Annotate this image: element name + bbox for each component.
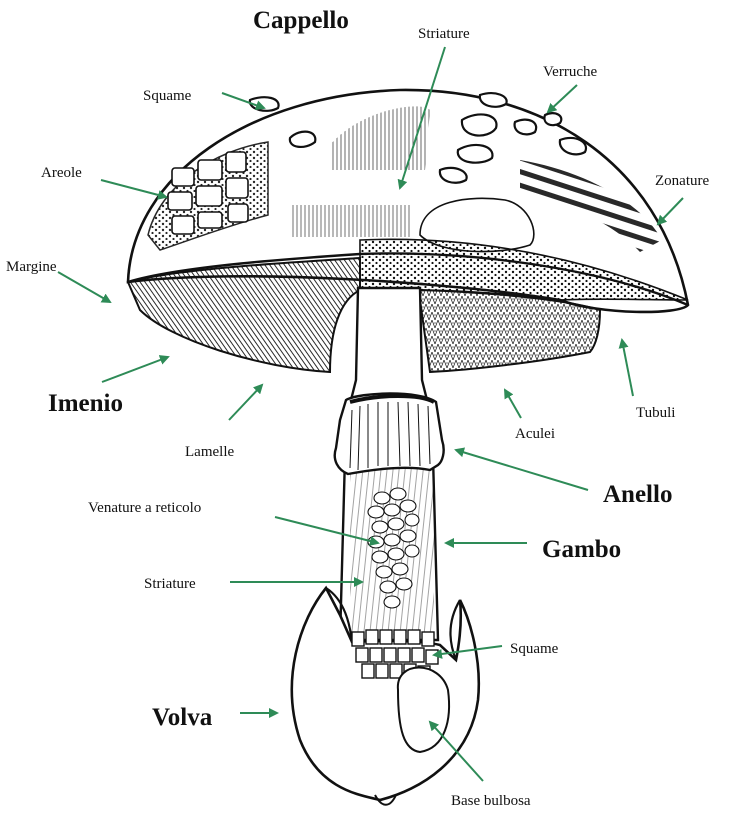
label-areole: Areole — [41, 165, 82, 181]
arrow-areole — [101, 180, 166, 197]
label-cappello: Cappello — [253, 7, 349, 34]
label-squame-top: Squame — [143, 88, 192, 104]
label-verruche: Verruche — [543, 64, 597, 80]
teeth-underside — [420, 290, 600, 372]
arrow-verruche — [548, 85, 577, 112]
arrow-margine — [58, 272, 110, 302]
arrow-imenio — [102, 357, 168, 382]
label-lamelle: Lamelle — [185, 444, 234, 460]
arrow-tubuli — [622, 340, 633, 396]
arrow-aculei — [505, 390, 521, 418]
label-zonature: Zonature — [655, 173, 709, 189]
label-gambo: Gambo — [542, 536, 621, 563]
label-base-bulbosa: Base bulbosa — [451, 793, 531, 809]
label-squame-volva: Squame — [510, 641, 559, 657]
label-striature-stem: Striature — [144, 576, 196, 592]
label-volva: Volva — [152, 704, 213, 731]
label-margine: Margine — [6, 259, 57, 275]
label-tubuli: Tubuli — [636, 405, 675, 421]
arrow-zonature — [658, 198, 683, 224]
label-striature-top: Striature — [418, 26, 470, 42]
arrow-lamelle — [229, 385, 262, 420]
label-aculei: Aculei — [515, 426, 555, 442]
label-anello: Anello — [603, 481, 672, 508]
arrow-anello — [456, 450, 588, 490]
label-imenio: Imenio — [48, 390, 123, 417]
label-venature: Venature a reticolo — [88, 500, 201, 516]
